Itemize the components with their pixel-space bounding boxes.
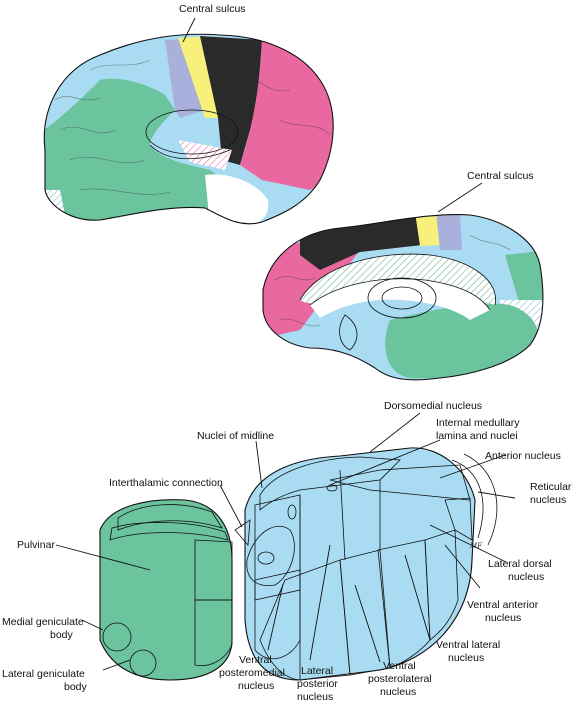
artist-signature: MF — [469, 542, 483, 550]
label-lateral-posterior-3: nucleus — [297, 691, 333, 703]
label-lateral-geniculate-2: body — [64, 681, 88, 693]
label-central-sulcus-medial: Central sulcus — [467, 170, 534, 182]
label-lateral-dorsal-2: nucleus — [508, 571, 544, 583]
label-reticular-2: nucleus — [530, 494, 566, 506]
label-vpm-1: Ventral — [239, 654, 272, 666]
labels: Central sulcus Central sulcus Dorsomedia… — [2, 3, 572, 703]
label-pulvinar: Pulvinar — [17, 539, 55, 551]
label-nuclei-of-midline: Nuclei of midline — [197, 430, 274, 442]
lateral-brain — [43, 33, 334, 225]
label-lateral-posterior-1: Lateral — [301, 665, 333, 677]
label-vpl-1: Ventral — [383, 660, 416, 672]
label-vpm-3: nucleus — [238, 680, 274, 692]
label-vpl-3: nucleus — [380, 686, 416, 698]
label-internal-medullary-2: lamina and nuclei — [436, 430, 518, 442]
label-internal-medullary-1: Internal medullary — [436, 417, 520, 429]
label-interthalamic-connection: Interthalamic connection — [109, 477, 223, 489]
label-vpm-2: posteromedial — [219, 667, 285, 679]
label-lateral-geniculate-1: Lateral geniculate — [2, 668, 85, 680]
label-lateral-dorsal-1: Lateral dorsal — [488, 558, 552, 570]
label-lateral-posterior-2: posterior — [297, 678, 338, 690]
label-ventral-anterior-1: Ventral anterior — [467, 599, 539, 611]
label-ventral-anterior-2: nucleus — [485, 612, 521, 624]
leader-lines — [55, 17, 516, 671]
label-medial-geniculate-1: Medial geniculate — [2, 616, 84, 628]
thalamus-posterior-view — [99, 499, 233, 681]
label-dorsomedial-nucleus: Dorsomedial nucleus — [384, 400, 482, 412]
label-ventral-lateral-2: nucleus — [448, 652, 484, 664]
label-reticular-1: Reticular — [530, 481, 572, 493]
medial-brain — [262, 213, 544, 381]
label-medial-geniculate-2: body — [50, 629, 74, 641]
label-ventral-lateral-1: Ventral lateral — [436, 639, 500, 651]
label-central-sulcus-lateral: Central sulcus — [179, 3, 246, 15]
label-vpl-2: posterolateral — [368, 673, 432, 685]
label-anterior-nucleus: Anterior nucleus — [485, 450, 561, 462]
thalamus-lateral-view: MF — [234, 447, 498, 681]
